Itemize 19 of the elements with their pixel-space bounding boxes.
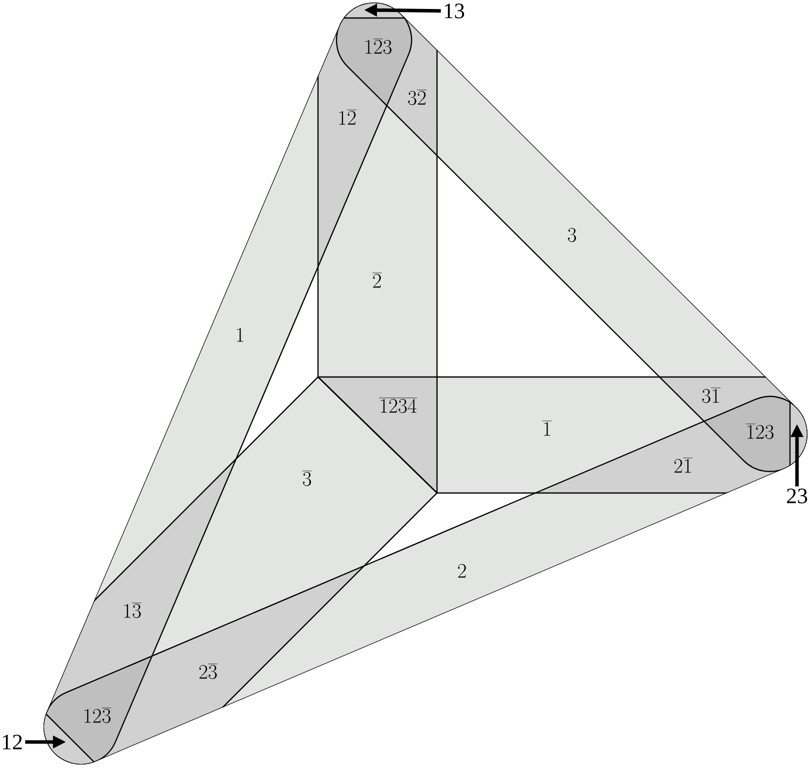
region-label: $\overline{1}$ — [542, 420, 552, 436]
region-label: $1\overline{3}$ — [124, 602, 142, 618]
region-label: $2\overline{3}$ — [199, 664, 218, 679]
pointer-label: 13 — [444, 4, 464, 18]
region-label: $1\overline{2}3$ — [366, 38, 392, 54]
region-label: $\overline{1234}$ — [379, 398, 417, 413]
region-label: $\overline{3}$ — [302, 470, 312, 486]
region-label: $2$ — [458, 564, 466, 578]
region-label: $3\overline{1}$ — [702, 388, 720, 403]
region-label: $3$ — [568, 228, 576, 242]
pointer-label: 12 — [2, 734, 22, 750]
region-label: $\overline{2}$ — [372, 272, 382, 288]
region-label: $\overline{1}23$ — [746, 424, 774, 439]
region-label: $3\overline{2}$ — [408, 90, 426, 105]
region-label: $1\overline{2}$ — [339, 110, 356, 125]
region-label: $12\overline{3}$ — [84, 708, 112, 723]
region-label: $2\overline{1}$ — [674, 458, 692, 473]
region-label: $1$ — [237, 328, 244, 342]
pointer-label: 23 — [787, 488, 808, 504]
